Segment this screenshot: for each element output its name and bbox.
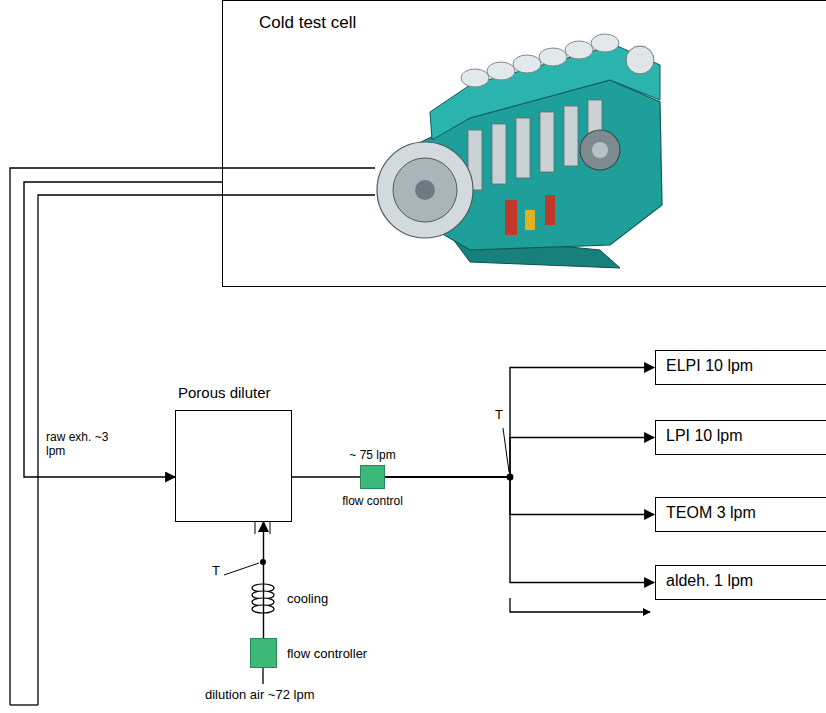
test-cell-box: Cold test cell xyxy=(222,0,826,287)
instrument-label: aldeh. 1 lpm xyxy=(656,566,826,590)
cylinder-section xyxy=(540,112,554,172)
flow-line xyxy=(385,477,654,515)
flywheel-hub xyxy=(415,180,435,200)
engine-part-red xyxy=(545,195,555,225)
instrument-box: LPI 10 lpm xyxy=(655,420,826,455)
flow-control-box: ~ 75 lpmflow control xyxy=(360,465,385,489)
instrument-label: TEOM 3 lpm xyxy=(656,498,826,522)
flow-control-label: flow control xyxy=(342,494,403,508)
spare-outlet-line xyxy=(510,598,650,612)
leader-line xyxy=(224,563,259,575)
valve-cover xyxy=(565,41,593,59)
engine-illustration xyxy=(377,34,662,268)
instrument-label: ELPI 10 lpm xyxy=(656,351,826,375)
diluter-box: Porous diluter xyxy=(175,410,292,522)
flow-line xyxy=(263,522,264,638)
flow-line xyxy=(385,368,654,478)
flow-controller-label: flow controller xyxy=(287,646,367,661)
cylinder-section xyxy=(516,118,530,178)
engine-part-yellow xyxy=(525,210,535,230)
instrument-label: LPI 10 lpm xyxy=(656,421,826,445)
valve-cover xyxy=(461,69,489,87)
cylinder-section xyxy=(564,106,578,166)
flywheel xyxy=(393,158,457,222)
exhaust-pipe xyxy=(38,195,375,705)
flow-rate-label: raw exh. ~3 lpm xyxy=(46,431,112,459)
flow-rate: ~ 75 lpm xyxy=(349,448,395,462)
valve-cover xyxy=(513,55,541,73)
temperature-tap: T xyxy=(495,408,503,423)
flow-line xyxy=(292,476,360,477)
temperature-tap: T xyxy=(212,564,220,579)
cell-title: Cold test cell xyxy=(223,1,826,33)
fan-pulley xyxy=(626,46,654,74)
leader-line xyxy=(503,428,509,472)
instrument-box: ELPI 10 lpm xyxy=(655,350,826,385)
turbocharger-core xyxy=(592,142,608,158)
dilution-air-label: dilution air ~72 lpm xyxy=(205,688,314,703)
valve-cover xyxy=(539,48,567,66)
exhaust-pipe xyxy=(10,168,375,705)
dilution-air-line xyxy=(262,668,263,684)
diluter-heading: Porous diluter xyxy=(178,384,271,401)
instrument-box: TEOM 3 lpm xyxy=(655,497,826,532)
cylinder-section xyxy=(492,124,506,184)
instrument-box: aldeh. 1 lpm xyxy=(655,565,826,600)
flow-line xyxy=(385,477,654,583)
cooling-label: cooling xyxy=(287,592,328,607)
diluter-inlet-stub xyxy=(255,522,270,534)
valve-cover xyxy=(487,62,515,80)
engine-part-red xyxy=(505,200,517,235)
pipe-end xyxy=(10,704,38,705)
valve-cover xyxy=(591,34,619,52)
turbocharger xyxy=(580,130,620,170)
flow-line xyxy=(385,438,654,478)
flywheel-housing xyxy=(377,142,473,238)
flow-controller-box: flow controller xyxy=(250,638,277,668)
